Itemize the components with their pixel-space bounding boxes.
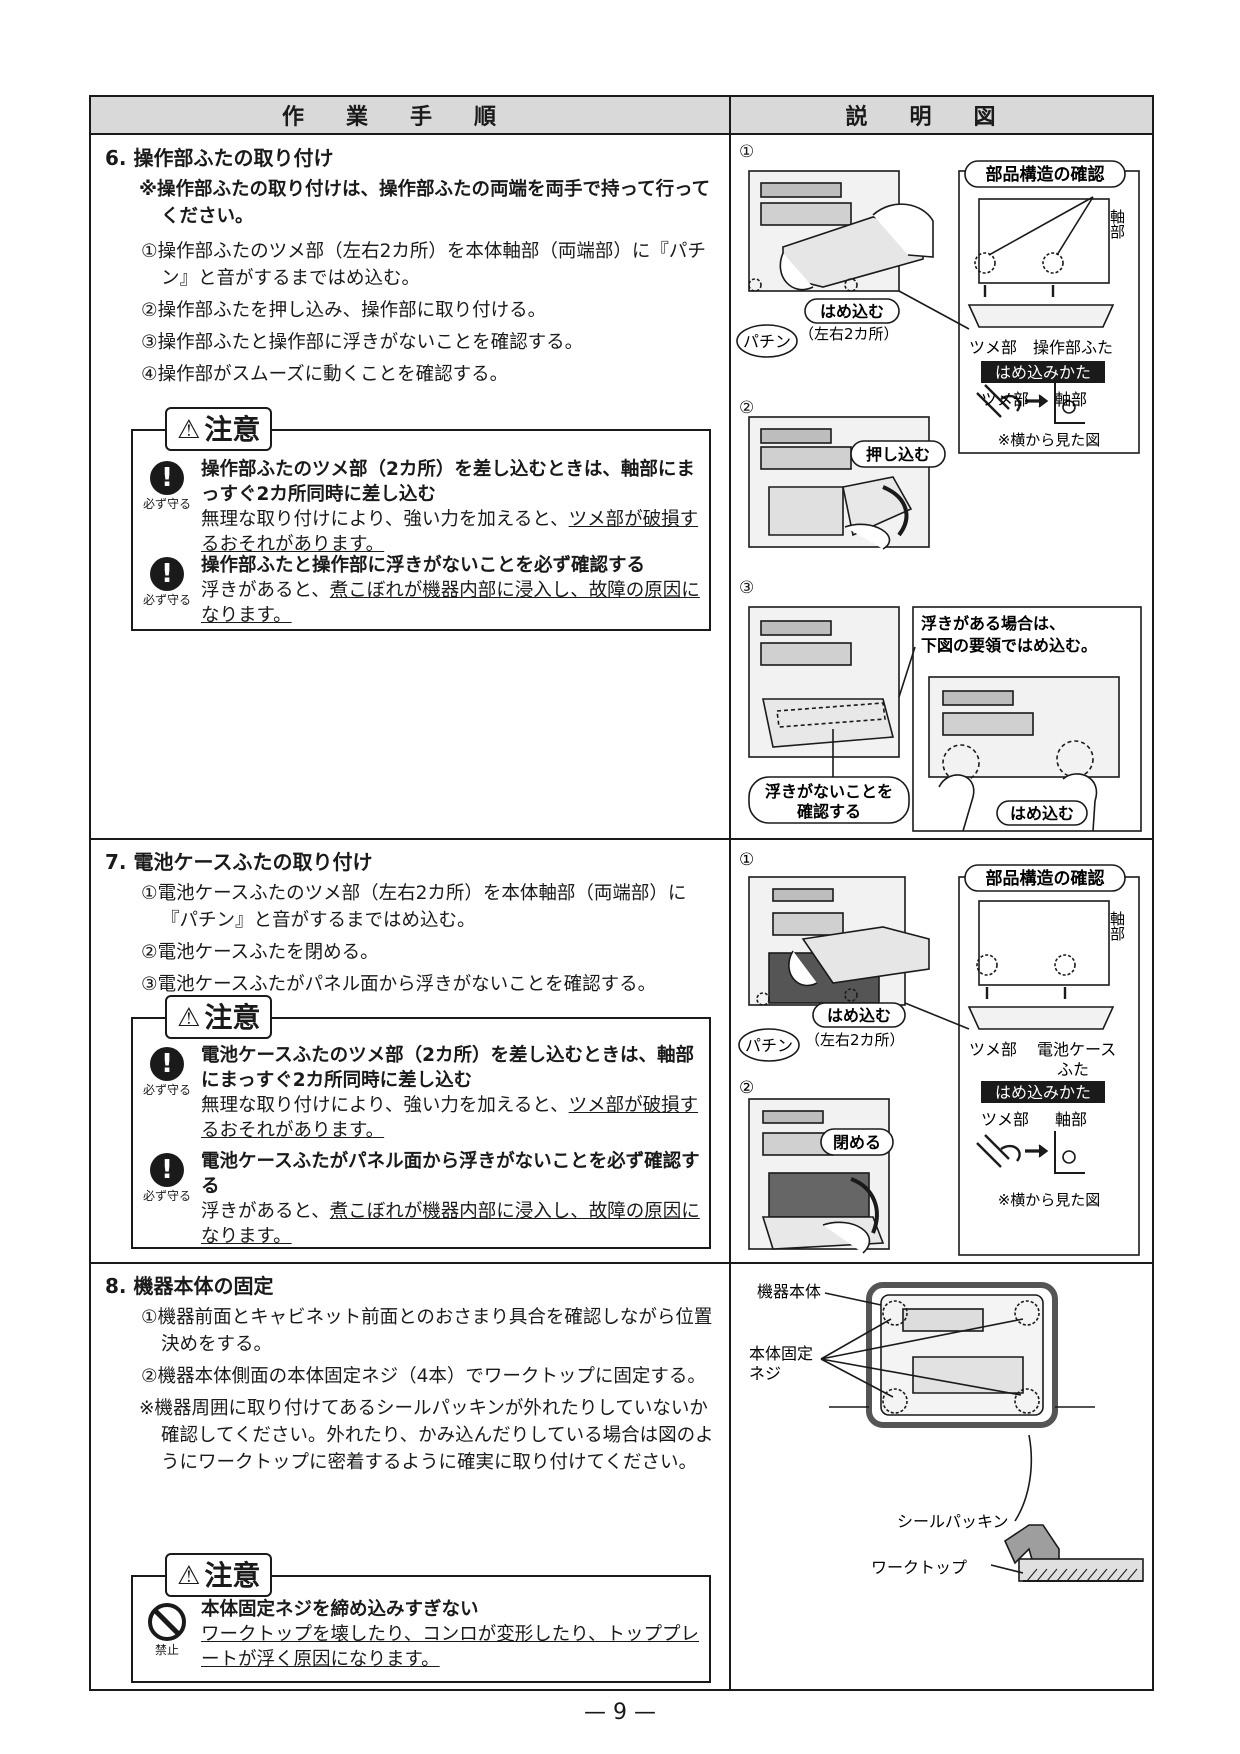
row-divider-7 [91,838,1152,840]
prohibited-icon: 禁止 [141,1597,193,1657]
fig7-lid-label-2: ふた [1057,1060,1089,1079]
caution-text: ワークトップを壊したり、コンロが変形したり、トッププレートが浮く原因になります。 [201,1624,700,1670]
fig6-hamekomu-2: はめ込む [1010,804,1074,823]
fig7-step-1-number: ① [739,850,754,870]
section-7-step-1: ①電池ケースふたのツメ部（左右2カ所）を本体軸部（両端部）に『パチン』と音がする… [141,883,687,931]
row-divider-8 [91,1262,1152,1264]
caution-heading: 操作部ふたのツメ部（2カ所）を差し込むときは、軸部にまっすぐ2カ所同時に差し込む [201,459,695,505]
section-6-text: 6. 操作部ふたの取り付け ※操作部ふたの取り付けは、操作部ふたの両端を両手で持… [105,145,717,393]
must-do-icon: ! 必ず守る [142,461,191,511]
fig6-float-note-1: 浮きがある場合は、 [921,614,1065,633]
fig6-confirm-1: 浮きがないことを [765,782,893,801]
fig6-fit-how-label: はめ込みかた [995,363,1091,382]
section-6-step-2: ②操作部ふたを押し込み、操作部に取り付ける。 [141,300,547,321]
fig6-side-view-label: ※横から見た図 [998,431,1101,449]
fig7-shaft2-label: 軸部 [1055,1110,1087,1129]
caution-text: 浮きがあると、煮こぼれが機器内部に浸入し、故障の原因になります。 [201,1201,700,1247]
section-6-step-1: ①操作部ふたのツメ部（左右2カ所）を本体軸部（両端部）に『パチン』と音がするまで… [141,241,706,289]
caution-heading: 本体固定ネジを締め込みすぎない [201,1599,479,1620]
section-7-text: 7. 電池ケースふたの取り付け ①電池ケースふたのツメ部（左右2カ所）を本体軸部… [105,849,717,1003]
caution-label: ⚠ 注意 [165,995,273,1039]
header-diagram: 説明図 [731,97,1152,135]
fig8-worktop-label: ワークトップ [871,1558,967,1577]
fig8-screw-label-1: 本体固定 [749,1344,813,1363]
section-7-title: 7. 電池ケースふたの取り付け [105,850,373,874]
section-7-diagram: ① ② 部品構造の確認 軸部 ツメ部 電池ケース ふた はめ込みかた ツメ部 軸… [738,850,1140,1256]
fig6-oshikomu: 押し込む [866,445,930,464]
must-do-icon: ! 必ず守る [142,557,191,607]
fig7-shimeru: 閉める [833,1133,881,1152]
fig6-step-2-number: ② [739,398,754,418]
section-7-step-2: ②電池ケースふたを閉める。 [141,942,379,963]
fig8-body-label: 機器本体 [757,1282,821,1301]
section-6-step-3: ③操作部ふたと操作部に浮きがないことを確認する。 [141,332,584,353]
fig7-lid-label-1: 電池ケース [1037,1040,1116,1059]
fig6-shaft2-label: 軸部 [1055,390,1087,409]
fig7-hamekomu: はめ込む [827,1006,891,1025]
fig6-parts-title: 部品構造の確認 [986,164,1105,185]
section-8-caution-box: ⚠ 注意 禁止 本体固定ネジを締め込みすぎない ワークトップを壊したり、コンロが… [131,1553,711,1683]
section-6-note: ※操作部ふたの取り付けは、操作部ふたの両端を両手で持って行ってください。 [139,179,711,227]
section-8-step-1: ①機器前面とキャビネット前面とのおさまり具合を確認しながら位置決めをする。 [141,1307,713,1355]
warning-triangle-icon: ⚠ [177,1561,201,1591]
fig8-packing-label: シールパッキン [897,1512,1009,1531]
fig6-shaft-label: 軸部 [1108,209,1126,239]
fig7-shaft-label: 軸部 [1108,911,1126,941]
section-8-note: ※機器周囲に取り付けてあるシールパッキンが外れたりしていないか確認してください。… [139,1398,714,1473]
must-do-icon: ! 必ず守る [142,1153,191,1203]
fig6-step-1-number: ① [739,142,754,162]
caution-text: 浮きがあると、煮こぼれが機器内部に浸入し、故障の原因になります。 [201,580,700,626]
section-8-step-2: ②機器本体側面の本体固定ネジ（4本）でワークトップに固定する。 [141,1366,706,1387]
instruction-sheet: 作業手順 説明図 6. 操作部ふたの取り付け ※操作部ふたの取り付けは、操作部ふ… [89,95,1154,1691]
section-8-text: 8. 機器本体の固定 ①機器前面とキャビネット前面とのおさまり具合を確認しながら… [105,1273,717,1481]
section-6-caution-box: ⚠ 注意 ! 必ず守る 操作部ふたのツメ部（2カ所）を差し込むときは、軸部にまっ… [131,407,711,631]
header-procedure: 作業手順 [91,97,729,135]
section-8-title: 8. 機器本体の固定 [105,1274,274,1298]
fig6-pachin: パチン [743,332,791,351]
fig7-left-right-two: （左右2カ所） [805,1031,905,1049]
section-6-step-4: ④操作部がスムーズに動くことを確認する。 [141,364,509,385]
must-do-icon: ! 必ず守る [142,1047,191,1097]
warning-triangle-icon: ⚠ [177,415,201,445]
page-number: — 9 — [584,1700,656,1725]
fig6-hamekomu: はめ込む [820,302,884,321]
caution-label: ⚠ 注意 [165,1553,273,1597]
fig6-step-3-number: ③ [739,578,754,598]
fig8-screw-label-2: ネジ [749,1364,781,1383]
fig7-fit-how-label: はめ込みかた [995,1083,1091,1102]
fig6-left-right-two: （左右2カ所） [799,325,899,343]
column-divider [729,97,731,1689]
fig7-parts-title: 部品構造の確認 [986,868,1105,889]
caution-heading: 操作部ふたと操作部に浮きがないことを必ず確認する [201,555,646,576]
section-8-diagram: 機器本体 本体固定 ネジ シールパッキン ワークトップ [749,1282,1144,1582]
fig7-claw2-label: ツメ部 [981,1110,1029,1129]
caution-heading: 電池ケースふたのツメ部（2カ所）を差し込むときは、軸部にまっすぐ2カ所同時に差し… [201,1045,694,1091]
section-6-diagram: ① ② ③ 部品構造の確認 軸部 ツメ部 操作部ふた はめ込みかた [736,142,1142,832]
fig7-pachin: パチン [745,1036,793,1055]
section-7-step-3: ③電池ケースふたがパネル面から浮きがないことを確認する。 [141,974,657,995]
section-6-title: 6. 操作部ふたの取り付け [105,146,334,170]
fig6-lid-label: 操作部ふた [1033,338,1113,357]
fig7-claw-label: ツメ部 [969,1040,1017,1059]
caution-text: 無理な取り付けにより、強い力を加えると、ツメ部が破損するおそれがあります。 [201,509,699,555]
fig7-side-view-label: ※横から見た図 [998,1191,1101,1209]
fig6-float-note-2: 下図の要領ではめ込む。 [921,636,1097,655]
section-7-caution-box: ⚠ 注意 ! 必ず守る 電池ケースふたのツメ部（2カ所）を差し込むときは、軸部に… [131,995,711,1249]
fig6-claw-label: ツメ部 [969,338,1017,357]
caution-heading: 電池ケースふたがパネル面から浮きがないことを必ず確認する [201,1151,700,1197]
caution-text: 無理な取り付けにより、強い力を加えると、ツメ部が破損するおそれがあります。 [201,1095,699,1141]
fig7-step-2-number: ② [739,1078,754,1098]
warning-triangle-icon: ⚠ [177,1003,201,1033]
caution-label: ⚠ 注意 [165,407,273,451]
fig6-confirm-2: 確認する [797,802,861,821]
fig6-claw2-label: ツメ部 [981,390,1029,409]
